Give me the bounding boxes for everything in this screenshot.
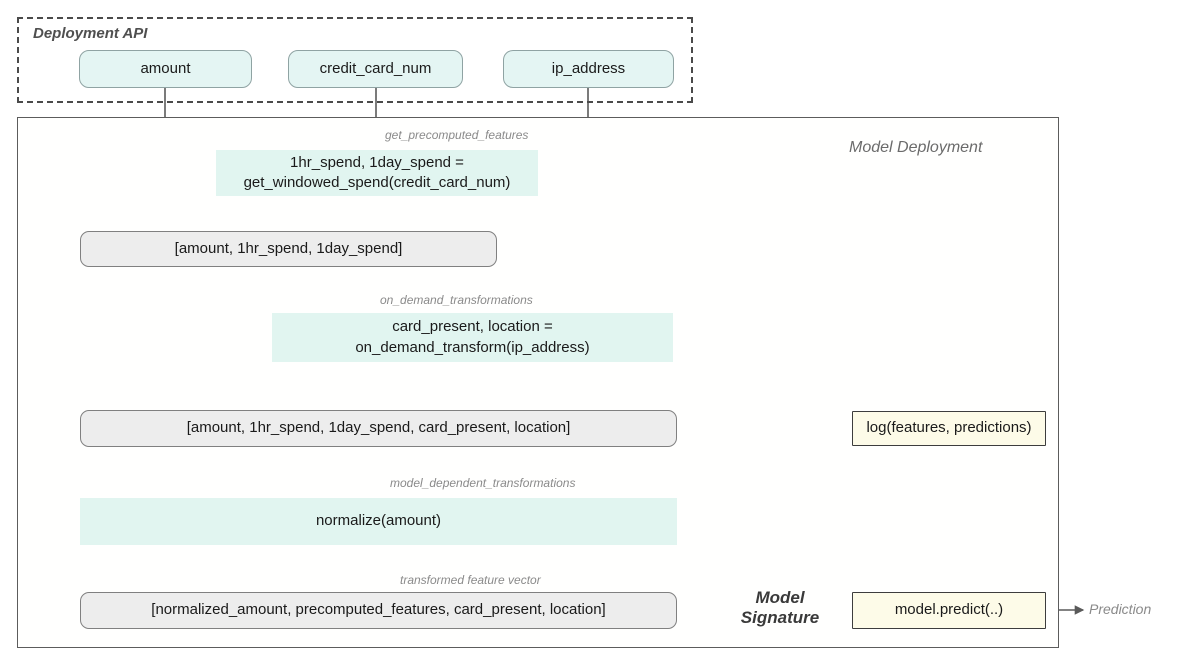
edge-label-transformed-feature-vector: transformed feature vector [400, 573, 541, 587]
input-pill-ip-address[interactable]: ip_address [503, 50, 674, 88]
feature-vector-1[interactable]: [amount, 1hr_spend, 1day_spend] [80, 231, 497, 267]
op-log-features-predictions[interactable]: log(features, predictions) [852, 411, 1046, 446]
model-deployment-title: Model Deployment [849, 139, 983, 156]
transform-get-windowed-spend[interactable]: 1hr_spend, 1day_spend = get_windowed_spe… [216, 150, 538, 196]
annotation-model-signature: Model Signature [740, 588, 820, 628]
deployment-api-title: Deployment API [33, 25, 148, 42]
edge-label-on-demand-transformations: on_demand_transformations [380, 293, 533, 307]
deployment-api-group [17, 17, 693, 103]
transform-normalize[interactable]: normalize(amount) [80, 498, 677, 545]
op-model-predict[interactable]: model.predict(..) [852, 592, 1046, 629]
edge-label-model-dependent-transformations: model_dependent_transformations [390, 476, 576, 490]
model-deployment-group [17, 117, 1059, 648]
feature-vector-3[interactable]: [normalized_amount, precomputed_features… [80, 592, 677, 629]
feature-vector-2[interactable]: [amount, 1hr_spend, 1day_spend, card_pre… [80, 410, 677, 447]
annotation-prediction: Prediction [1089, 601, 1152, 617]
transform-on-demand[interactable]: card_present, location = on_demand_trans… [272, 313, 673, 362]
input-pill-amount[interactable]: amount [79, 50, 252, 88]
input-pill-credit-card-num[interactable]: credit_card_num [288, 50, 463, 88]
edge-label-get-precomputed-features: get_precomputed_features [385, 128, 529, 142]
